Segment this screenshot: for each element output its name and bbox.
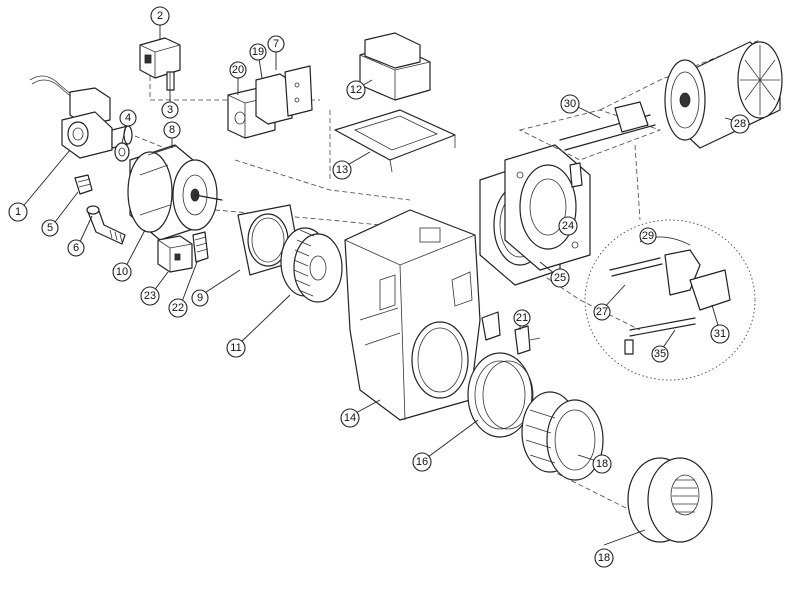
callout-24-label: 24 [562, 220, 574, 232]
callout-10-label: 10 [116, 266, 128, 278]
burner-housing-part [344, 209, 481, 421]
callout-7-label: 7 [273, 38, 279, 50]
oil-pump-part [29, 75, 133, 159]
callout-8-label: 8 [169, 124, 175, 136]
callout-25: 25 [550, 268, 570, 288]
callout-35: 35 [651, 345, 669, 363]
callout-9-label: 9 [197, 292, 203, 304]
callout-19: 19 [249, 43, 267, 61]
callout-4: 4 [119, 109, 137, 127]
callout-24: 24 [558, 216, 578, 236]
callout-27-label: 27 [596, 306, 608, 318]
callout-2-label: 2 [157, 10, 163, 22]
callout-27: 27 [593, 303, 611, 321]
callout-20: 20 [229, 61, 247, 79]
callout-29-label: 29 [642, 230, 654, 242]
fitting-part [114, 142, 130, 162]
ignition-transformer-part [359, 32, 431, 101]
callout-13: 13 [332, 160, 352, 180]
callout-3-label: 3 [167, 104, 173, 116]
callout-2: 2 [150, 6, 170, 26]
callout-5-label: 5 [47, 222, 53, 234]
callout-5: 5 [41, 219, 59, 237]
callout-20-label: 20 [232, 64, 244, 76]
callout-16-label: 16 [416, 456, 428, 468]
callout-12-label: 12 [350, 84, 362, 96]
detail-view-circle [584, 144, 756, 381]
callout-9: 9 [191, 289, 209, 307]
bracket-part [481, 311, 541, 355]
callout-22: 22 [168, 298, 188, 318]
callout-16: 16 [412, 452, 432, 472]
callout-29: 29 [639, 227, 657, 245]
callout-21-label: 21 [516, 312, 528, 324]
relay-part [157, 235, 193, 273]
callout-30: 30 [560, 94, 580, 114]
callouts: 1 2 3 4 5 6 7 8 9 10 11 12 13 14 16 18 1… [8, 6, 750, 568]
terminal-strip-part [192, 231, 209, 263]
pin-part [166, 71, 175, 91]
diffuser-part [664, 41, 783, 149]
callout-1-label: 1 [15, 206, 21, 218]
callout-8: 8 [163, 121, 181, 139]
callout-1: 1 [8, 202, 28, 222]
callout-6: 6 [67, 239, 85, 257]
electrode-assembly-part [518, 101, 662, 188]
end-cap-part [627, 457, 713, 543]
fan-wheel-part [280, 227, 343, 303]
callout-12: 12 [346, 80, 366, 100]
callout-31: 31 [710, 324, 730, 344]
callout-18-lower: 18 [594, 548, 614, 568]
solenoid-coil-part [139, 37, 181, 79]
callout-3: 3 [161, 101, 179, 119]
callout-23-label: 23 [144, 290, 156, 302]
callout-11-label: 11 [230, 342, 241, 354]
callout-30-label: 30 [564, 98, 576, 110]
callout-28: 28 [730, 114, 750, 134]
hose-elbow-part [86, 205, 126, 245]
callout-6-label: 6 [73, 242, 79, 254]
callout-28-label: 28 [734, 118, 746, 130]
callout-10: 10 [112, 262, 132, 282]
callout-21: 21 [513, 309, 531, 327]
callout-7: 7 [267, 35, 285, 53]
callout-25-label: 25 [554, 272, 566, 284]
air-shutter-ring-part [467, 352, 534, 438]
callout-4-label: 4 [125, 112, 131, 124]
callout-18-lower-label: 18 [598, 552, 610, 564]
flame-tube-ring-part [521, 391, 604, 481]
mounting-plate-part [334, 109, 456, 173]
callout-13-label: 13 [336, 164, 348, 176]
callout-23: 23 [140, 286, 160, 306]
callout-35-label: 35 [654, 348, 666, 360]
control-box-part [227, 65, 313, 139]
callout-19-label: 19 [252, 46, 264, 58]
callout-22-label: 22 [172, 302, 184, 314]
callout-31-label: 31 [714, 328, 726, 340]
callout-14: 14 [340, 408, 360, 428]
callout-11: 11 [226, 338, 246, 358]
callout-18-upper: 18 [592, 454, 612, 474]
motor-part [127, 144, 223, 241]
mounting-flange-part [504, 144, 591, 271]
callout-18-upper-label: 18 [596, 458, 608, 470]
nipple-part [74, 174, 93, 195]
callout-14-label: 14 [344, 412, 356, 424]
